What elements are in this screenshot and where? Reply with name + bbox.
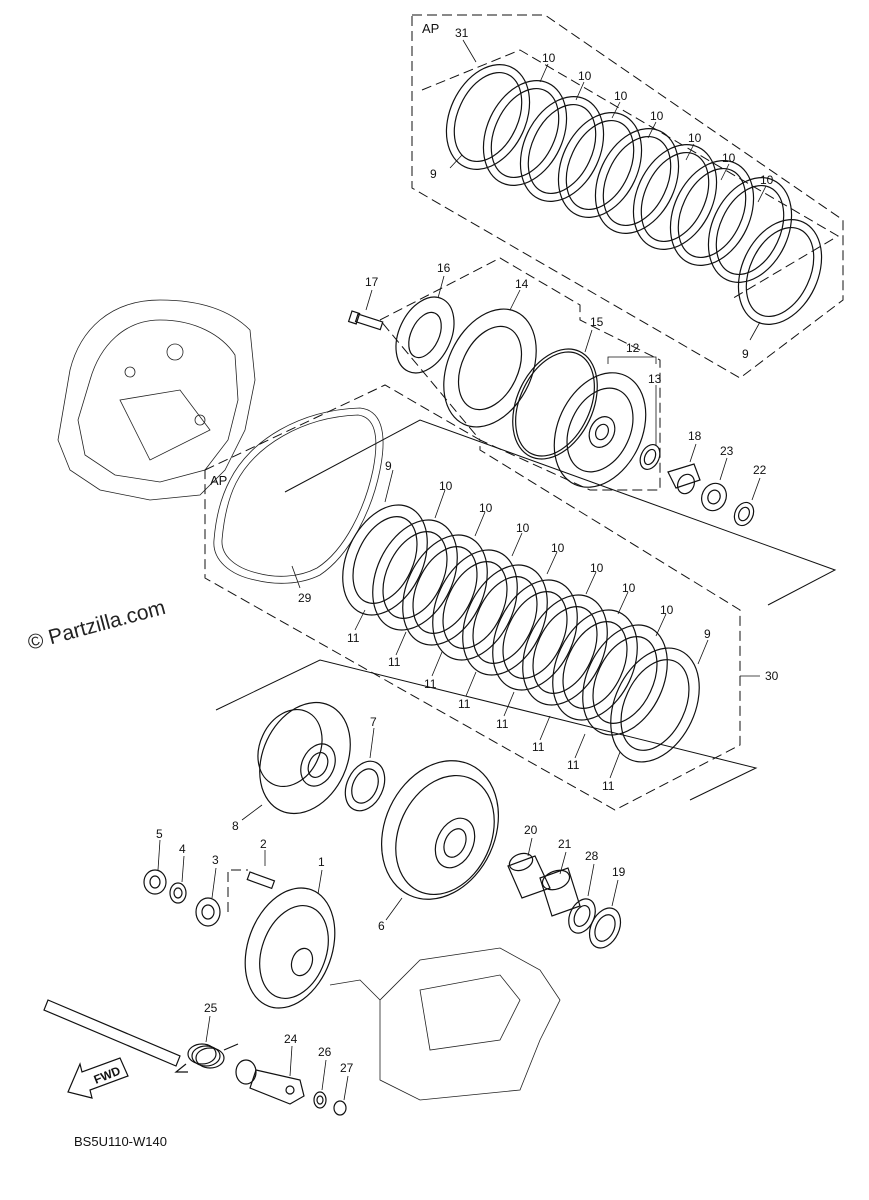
callout-9-c: 9 <box>385 459 392 473</box>
callout-9-d: 9 <box>704 627 711 641</box>
callout-10-m7: 10 <box>660 603 674 617</box>
callout-10-m6: 10 <box>622 581 636 595</box>
ap-label-mid: AP <box>210 473 227 488</box>
push-rod-18 <box>667 463 701 495</box>
callout-11-4: 11 <box>458 697 471 711</box>
callout-1: 1 <box>318 855 325 869</box>
bearing-13 <box>639 444 661 470</box>
diagram-code: BS5U110-W140 <box>74 1134 167 1149</box>
callout-4: 4 <box>179 842 186 856</box>
engine-case-partial <box>329 947 561 1101</box>
clutch-boss-8 <box>257 701 351 815</box>
callout-10-m1: 10 <box>439 479 453 493</box>
callout-10-t3: 10 <box>614 89 628 103</box>
callout-22: 22 <box>753 463 767 477</box>
washer-19 <box>588 907 622 949</box>
callout-8: 8 <box>232 819 239 833</box>
callout-10-m4: 10 <box>551 541 565 555</box>
callout-11-8: 11 <box>602 779 615 793</box>
callout-5: 5 <box>156 827 163 841</box>
spring-25 <box>174 1043 239 1073</box>
lever-24 <box>235 1059 305 1105</box>
pressure-plate-group-box <box>379 257 661 491</box>
middle-plate-stack <box>342 504 700 763</box>
clutch-housing-6 <box>380 760 500 900</box>
middle-leaders <box>354 469 709 779</box>
ap-label-top: AP <box>422 21 439 36</box>
callout-13: 13 <box>648 372 662 386</box>
callout-14: 14 <box>515 277 529 291</box>
callout-25: 25 <box>204 1001 218 1015</box>
washer-26 <box>313 1091 327 1109</box>
callout-10-t1: 10 <box>542 51 556 65</box>
callout-18: 18 <box>688 429 702 443</box>
callout-10-t7: 10 <box>760 173 774 187</box>
callout-21: 21 <box>558 837 572 851</box>
spacer-3 <box>195 897 221 927</box>
callout-10-t6: 10 <box>722 151 736 165</box>
circlip-27 <box>333 1100 347 1116</box>
callout-17: 17 <box>365 275 379 289</box>
callout-11-3: 11 <box>424 677 437 691</box>
callout-7: 7 <box>370 715 377 729</box>
callout-31: 31 <box>455 26 469 40</box>
callout-10-t5: 10 <box>688 131 702 145</box>
callout-9-a: 9 <box>430 167 437 181</box>
bolt-17 <box>347 310 384 331</box>
lower-solid-outline <box>215 659 758 801</box>
key-2 <box>246 871 276 890</box>
callout-28: 28 <box>585 849 599 863</box>
middle-ap-group-box <box>204 384 741 811</box>
nut-5 <box>143 869 167 895</box>
callout-9-b: 9 <box>742 347 749 361</box>
plate-14 <box>443 308 537 428</box>
pressure-plate-12 <box>553 372 647 488</box>
shift-shaft <box>43 999 181 1067</box>
callout-16: 16 <box>437 261 451 275</box>
callout-11-6: 11 <box>532 740 545 754</box>
callout-15: 15 <box>590 315 604 329</box>
collar-20 <box>507 852 551 899</box>
callout-26: 26 <box>318 1045 332 1059</box>
callout-27: 27 <box>340 1061 354 1075</box>
callout-30: 30 <box>765 669 779 683</box>
callout-11-1: 11 <box>347 631 360 645</box>
callout-3: 3 <box>212 853 219 867</box>
callout-20: 20 <box>524 823 538 837</box>
callout-24: 24 <box>284 1032 298 1046</box>
washer-22 <box>733 501 755 527</box>
callout-11-5: 11 <box>496 717 509 731</box>
washer-7 <box>344 760 386 812</box>
partzilla-watermark: © Partzilla.com <box>25 596 168 655</box>
middle-inner-solid <box>284 419 837 606</box>
top-plate-stack <box>445 64 823 325</box>
primary-gear-1 <box>244 887 336 1009</box>
bearing-21 <box>539 867 581 917</box>
gasket-29 <box>213 407 384 584</box>
callout-6: 6 <box>378 919 385 933</box>
callout-11-7: 11 <box>567 758 580 772</box>
callout-10-m5: 10 <box>590 561 604 575</box>
crankcase-cover <box>57 299 256 501</box>
callout-12: 12 <box>626 341 640 355</box>
callout-10-t4: 10 <box>650 109 664 123</box>
plate-16 <box>395 296 455 374</box>
top-leaders <box>449 39 767 341</box>
top-ap-group-box <box>411 14 844 379</box>
callout-11-2: 11 <box>388 655 401 669</box>
callout-23: 23 <box>720 444 734 458</box>
callout-2: 2 <box>260 837 267 851</box>
callout-29: 29 <box>298 591 312 605</box>
washer-4 <box>169 882 187 904</box>
nut-23 <box>701 482 727 512</box>
callout-10-m2: 10 <box>479 501 493 515</box>
callout-10-t2: 10 <box>578 69 592 83</box>
ring-15 <box>512 348 598 460</box>
callout-10-m3: 10 <box>516 521 530 535</box>
callout-19: 19 <box>612 865 626 879</box>
fwd-arrow-icon: FWD <box>67 1057 129 1099</box>
top-inner-dashed <box>421 49 839 301</box>
